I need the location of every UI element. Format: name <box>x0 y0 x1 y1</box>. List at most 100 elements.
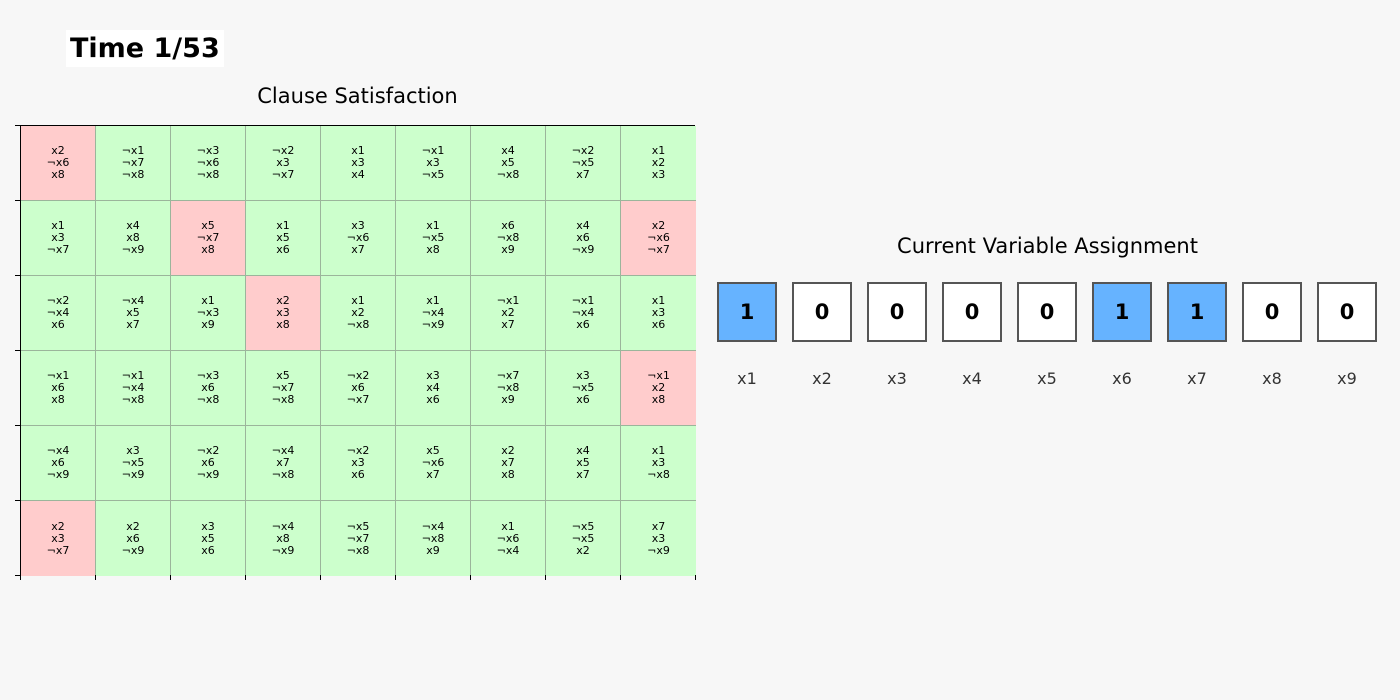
clause-literals: x1 x2 x3 <box>651 144 666 181</box>
clause-literals: ¬x4 x6 ¬x9 <box>46 444 70 481</box>
clause-cell-satisfied: ¬x4 x5 x7 <box>96 276 171 351</box>
clause-literals: x7 x3 ¬x9 <box>647 519 670 557</box>
clause-cell-satisfied: ¬x4 x6 ¬x9 <box>21 426 96 501</box>
clause-cell-satisfied: x3 x4 x6 <box>396 351 471 426</box>
clause-literals: x2 x3 x8 <box>276 294 290 331</box>
clause-literals: x1 x5 x6 <box>276 219 290 256</box>
clause-cell-satisfied: ¬x2 x3 ¬x7 <box>246 126 321 201</box>
x-axis-tick <box>470 575 471 580</box>
variable-label: x6 <box>1112 369 1132 388</box>
clause-literals: x3 x4 x6 <box>426 369 440 406</box>
clause-cell-satisfied: ¬x1 x2 x7 <box>471 276 546 351</box>
clause-literals: ¬x1 ¬x7 ¬x8 <box>121 144 145 181</box>
clause-literals: ¬x2 x3 ¬x7 <box>271 144 295 181</box>
variable-value-box: 0 <box>792 282 852 342</box>
clause-cell-satisfied: ¬x3 ¬x6 ¬x8 <box>171 126 246 201</box>
variable-value-box: 1 <box>717 282 777 342</box>
clause-literals: x6 ¬x8 x9 <box>496 219 520 256</box>
x-axis-tick <box>320 575 321 580</box>
variable-value-box: 0 <box>942 282 1002 342</box>
clause-cell-satisfied: ¬x4 ¬x8 x9 <box>396 501 471 576</box>
grid-title: Clause Satisfaction <box>257 84 458 108</box>
x-axis-tick <box>545 575 546 580</box>
clause-cell-satisfied: ¬x1 ¬x4 x6 <box>546 276 621 351</box>
variable-label: x9 <box>1337 369 1357 388</box>
variable-value-box: 1 <box>1092 282 1152 342</box>
clause-literals: ¬x4 x5 x7 <box>121 294 145 331</box>
clause-literals: ¬x4 ¬x8 x9 <box>421 519 445 557</box>
y-axis-tick <box>15 200 20 201</box>
clause-literals: ¬x2 x6 ¬x9 <box>196 444 220 481</box>
clause-literals: ¬x2 x3 x6 <box>346 444 370 481</box>
variable-value-box: 0 <box>867 282 927 342</box>
clause-literals: ¬x1 ¬x4 x6 <box>571 294 595 331</box>
clause-literals: ¬x5 ¬x5 x2 <box>571 519 595 557</box>
clause-cell-satisfied: x2 x6 ¬x9 <box>96 501 171 576</box>
clause-literals: x4 x8 ¬x9 <box>121 219 145 256</box>
clause-literals: ¬x1 x2 x8 <box>647 369 670 406</box>
clause-cell-satisfied: ¬x4 x7 ¬x8 <box>246 426 321 501</box>
clause-literals: ¬x3 ¬x6 ¬x8 <box>196 144 220 181</box>
clause-cell-satisfied: x5 ¬x7 ¬x8 <box>246 351 321 426</box>
time-indicator: Time 1/53 <box>66 30 224 67</box>
clause-cell-satisfied: ¬x5 ¬x5 x2 <box>546 501 621 576</box>
clause-literals: ¬x1 x2 x7 <box>496 294 520 331</box>
clause-literals: x5 ¬x7 ¬x8 <box>271 369 295 406</box>
time-label: Time 1/53 <box>70 33 220 64</box>
clause-literals: x1 x3 ¬x8 <box>647 444 670 481</box>
clause-cell-unsatisfied: ¬x1 x2 x8 <box>621 351 696 426</box>
clause-cell-satisfied: x4 x5 ¬x8 <box>471 126 546 201</box>
variable-value-box: 0 <box>1242 282 1302 342</box>
y-axis-tick <box>15 425 20 426</box>
clause-cell-satisfied: ¬x3 x6 ¬x8 <box>171 351 246 426</box>
clause-literals: x1 ¬x6 ¬x4 <box>496 519 520 557</box>
clause-cell-satisfied: x7 x3 ¬x9 <box>621 501 696 576</box>
clause-cell-satisfied: x1 x2 x3 <box>621 126 696 201</box>
clause-cell-satisfied: ¬x4 x8 ¬x9 <box>246 501 321 576</box>
clause-literals: x5 ¬x7 x8 <box>196 219 220 256</box>
clause-cell-unsatisfied: x2 ¬x6 ¬x7 <box>621 201 696 276</box>
assignment-title: Current Variable Assignment <box>897 234 1198 258</box>
variable-label: x7 <box>1187 369 1207 388</box>
y-axis-tick <box>15 575 20 576</box>
variable-label: x4 <box>962 369 982 388</box>
clause-literals: x4 x6 ¬x9 <box>571 219 595 256</box>
clause-literals: x1 x3 x6 <box>651 294 666 331</box>
clause-cell-satisfied: ¬x1 ¬x4 ¬x8 <box>96 351 171 426</box>
y-axis-tick <box>15 125 20 126</box>
clause-literals: x1 x3 ¬x7 <box>46 219 70 256</box>
clause-cell-satisfied: x1 x3 ¬x7 <box>21 201 96 276</box>
variable-value-box: 1 <box>1167 282 1227 342</box>
y-axis-tick <box>15 275 20 276</box>
x-axis-tick <box>95 575 96 580</box>
clause-cell-satisfied: x4 x8 ¬x9 <box>96 201 171 276</box>
clause-literals: x1 ¬x4 ¬x9 <box>421 294 445 331</box>
clause-cell-satisfied: x1 ¬x5 x8 <box>396 201 471 276</box>
clause-cell-satisfied: ¬x1 x6 x8 <box>21 351 96 426</box>
clause-literals: x3 ¬x5 ¬x9 <box>121 444 145 481</box>
x-axis-tick <box>695 575 696 580</box>
clause-literals: ¬x2 ¬x5 x7 <box>571 144 595 181</box>
clause-cell-satisfied: ¬x7 ¬x8 x9 <box>471 351 546 426</box>
clause-cell-satisfied: x1 ¬x3 x9 <box>171 276 246 351</box>
clause-cell-unsatisfied: x2 ¬x6 x8 <box>21 126 96 201</box>
clause-cell-satisfied: x1 x5 x6 <box>246 201 321 276</box>
x-axis-tick <box>20 575 21 580</box>
clause-cell-satisfied: ¬x2 x6 ¬x7 <box>321 351 396 426</box>
clause-literals: x1 ¬x3 x9 <box>196 294 220 331</box>
clause-cell-satisfied: x4 x5 x7 <box>546 426 621 501</box>
x-axis-tick <box>245 575 246 580</box>
clause-literals: x4 x5 x7 <box>576 444 590 481</box>
clause-literals: ¬x1 ¬x4 ¬x8 <box>121 369 145 406</box>
variable-label: x8 <box>1262 369 1282 388</box>
clause-literals: ¬x7 ¬x8 x9 <box>496 369 520 406</box>
clause-cell-satisfied: ¬x1 ¬x7 ¬x8 <box>96 126 171 201</box>
clause-literals: ¬x5 ¬x7 ¬x8 <box>346 519 370 557</box>
clause-literals: x4 x5 ¬x8 <box>496 144 520 181</box>
clause-literals: ¬x2 ¬x4 x6 <box>46 294 70 331</box>
clause-literals: x5 ¬x6 x7 <box>421 444 445 481</box>
clause-cell-unsatisfied: x2 x3 x8 <box>246 276 321 351</box>
clause-literals: ¬x4 x7 ¬x8 <box>271 444 295 481</box>
clause-cell-satisfied: ¬x1 x3 ¬x5 <box>396 126 471 201</box>
clause-cell-satisfied: x3 ¬x5 x6 <box>546 351 621 426</box>
